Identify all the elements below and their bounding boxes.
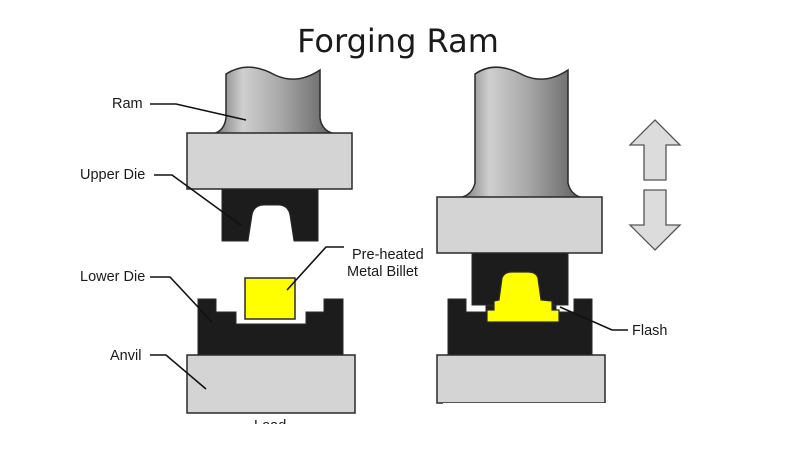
bottom-mask <box>230 424 330 450</box>
left-anvil <box>186 354 356 414</box>
right-forged-billet <box>486 271 560 323</box>
left-billet <box>244 277 296 320</box>
billet-label-line2: Metal Billet <box>347 264 418 280</box>
billet-label-line1: Pre-heated <box>352 247 424 263</box>
flash-label: Flash <box>632 323 667 339</box>
up-arrow-icon <box>628 119 682 181</box>
anvil-label: Anvil <box>110 348 141 364</box>
ram-leader <box>150 103 247 121</box>
left-upper-plate <box>186 132 353 190</box>
lower-die-leader <box>150 276 213 323</box>
right-anvil <box>436 354 606 404</box>
down-arrow-icon <box>628 189 682 251</box>
right-ram <box>457 66 585 199</box>
right-anvil-mask <box>443 403 618 450</box>
ram-label: Ram <box>112 96 143 112</box>
lower-die-label: Lower Die <box>80 269 145 285</box>
diagram-title: Forging Ram <box>297 22 499 60</box>
billet-leader <box>286 246 344 291</box>
left-ram <box>211 66 337 135</box>
right-upper-plate <box>436 196 603 254</box>
flash-leader <box>559 306 628 331</box>
anvil-leader <box>150 354 207 390</box>
right-assembly <box>436 66 618 450</box>
left-assembly <box>186 66 356 414</box>
upper-die-leader <box>154 174 243 227</box>
upper-die-label: Upper Die <box>80 167 145 183</box>
left-upper-die <box>221 188 319 242</box>
